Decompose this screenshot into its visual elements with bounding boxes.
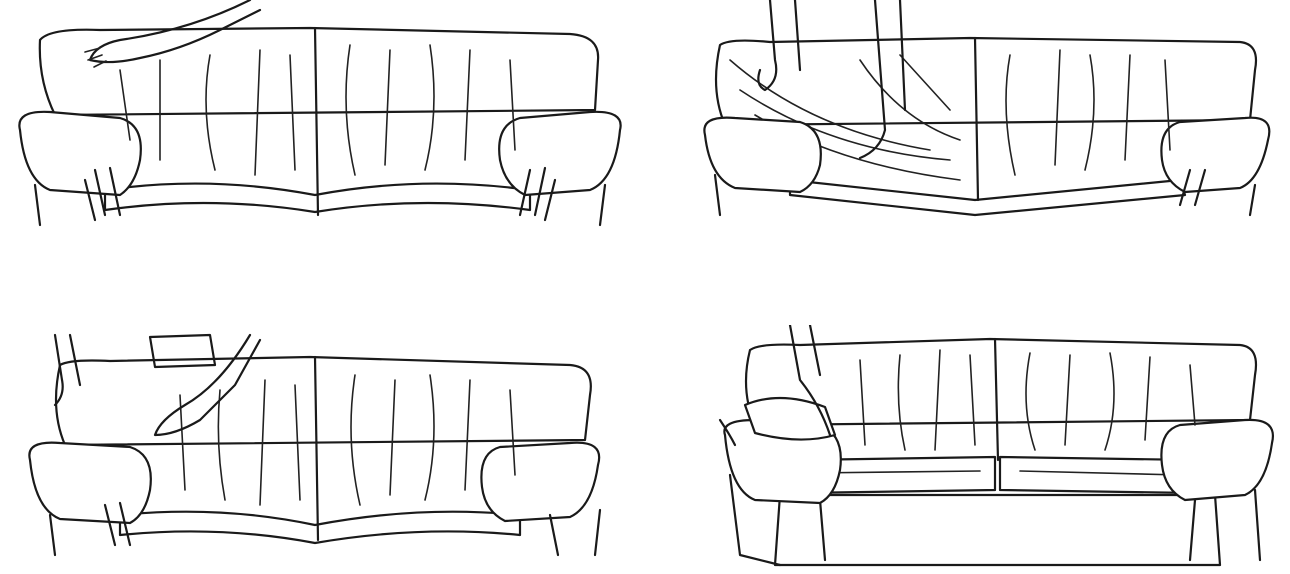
sofa-cover-drawing	[10, 0, 630, 250]
step-1-illustration	[10, 0, 630, 250]
step-2-illustration	[660, 0, 1280, 250]
sofa-cover-drawing	[660, 325, 1280, 570]
sofa-cover-drawing	[10, 325, 630, 570]
sofa-cover-drawing	[660, 0, 1280, 250]
step-3-illustration	[10, 325, 630, 570]
step-4-illustration	[660, 325, 1280, 570]
